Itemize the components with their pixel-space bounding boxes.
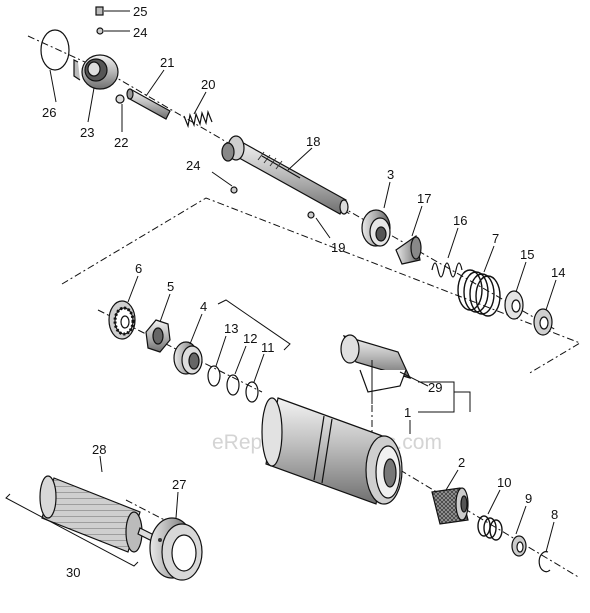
callout-14: 14 bbox=[551, 265, 565, 280]
housing-1 bbox=[261, 397, 403, 505]
callout-3: 3 bbox=[387, 167, 394, 182]
callout-30: 30 bbox=[66, 565, 80, 580]
spring-10 bbox=[477, 515, 503, 541]
retaining-ring-8 bbox=[538, 551, 551, 573]
o-ring-12 bbox=[226, 374, 240, 396]
handle-28 bbox=[39, 475, 157, 553]
bushing-3 bbox=[361, 209, 391, 247]
spring-16 bbox=[431, 262, 463, 278]
pin-21 bbox=[126, 88, 171, 120]
callout-24-mid: 24 bbox=[186, 158, 200, 173]
washer-15 bbox=[504, 290, 524, 320]
callout-26: 26 bbox=[42, 105, 56, 120]
collar-4 bbox=[173, 341, 203, 375]
bracket-29-link bbox=[454, 391, 471, 412]
group-bracket-30 bbox=[5, 493, 139, 567]
callout-15: 15 bbox=[520, 247, 534, 262]
callout-13: 13 bbox=[224, 321, 238, 336]
callout-18: 18 bbox=[306, 134, 320, 149]
knurled-nut-2 bbox=[431, 487, 469, 525]
screw-25 bbox=[95, 6, 104, 16]
spring-20 bbox=[183, 109, 213, 129]
callout-27: 27 bbox=[172, 477, 186, 492]
bearing-6 bbox=[108, 300, 136, 340]
callout-8: 8 bbox=[551, 507, 558, 522]
cone-nut-17 bbox=[395, 234, 422, 265]
callout-4: 4 bbox=[200, 299, 207, 314]
washer-9 bbox=[511, 535, 527, 557]
callout-labels: 25 24 26 23 22 21 20 18 24 19 3 17 16 7 … bbox=[42, 4, 565, 580]
callout-7: 7 bbox=[492, 231, 499, 246]
callout-23: 23 bbox=[80, 125, 94, 140]
o-ring-11 bbox=[245, 381, 259, 403]
spring-7 bbox=[457, 269, 501, 317]
callout-1: 1 bbox=[404, 405, 411, 420]
callout-16: 16 bbox=[453, 213, 467, 228]
callout-6: 6 bbox=[135, 261, 142, 276]
ball-19 bbox=[307, 211, 315, 219]
o-ring-13 bbox=[207, 365, 221, 387]
spindle-18 bbox=[221, 135, 349, 215]
callout-28: 28 bbox=[92, 442, 106, 457]
leader-lines bbox=[49, 10, 557, 553]
group-bracket-29 bbox=[418, 381, 455, 413]
callout-20: 20 bbox=[201, 77, 215, 92]
callout-9: 9 bbox=[525, 491, 532, 506]
hex-nut-5 bbox=[145, 319, 171, 353]
callout-21: 21 bbox=[160, 55, 174, 70]
callout-17: 17 bbox=[417, 191, 431, 206]
group-bracket-13-11 bbox=[217, 299, 291, 351]
callout-29: 29 bbox=[428, 380, 442, 395]
o-ring-26 bbox=[40, 29, 70, 71]
ball-22 bbox=[115, 94, 125, 104]
callout-25: 25 bbox=[133, 4, 147, 19]
callout-24-top: 24 bbox=[133, 25, 147, 40]
callout-11: 11 bbox=[261, 340, 275, 355]
callout-2: 2 bbox=[458, 455, 465, 470]
sleeve-29 bbox=[340, 334, 412, 393]
callout-10: 10 bbox=[497, 475, 511, 490]
ball-24-mid bbox=[230, 186, 238, 194]
end-cap-23 bbox=[73, 54, 119, 90]
callout-19: 19 bbox=[331, 240, 345, 255]
callout-12: 12 bbox=[243, 331, 257, 346]
ball-24-top bbox=[96, 27, 104, 35]
callout-22: 22 bbox=[114, 135, 128, 150]
washer-14 bbox=[533, 308, 553, 336]
collar-ring-27 bbox=[149, 517, 203, 581]
callout-5: 5 bbox=[167, 279, 174, 294]
